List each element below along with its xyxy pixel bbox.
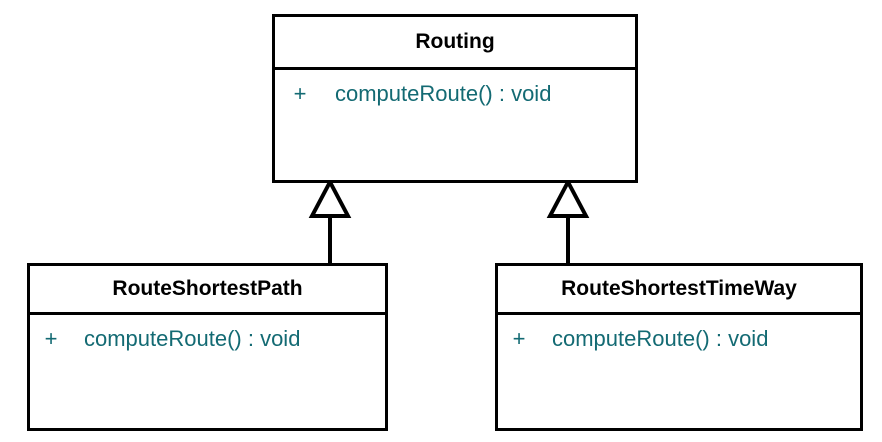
generalization-hollow-triangle-left: [308, 177, 352, 218]
uml-member-signature: computeRoute() : void: [335, 81, 552, 106]
uml-member-visibility: +: [44, 326, 58, 351]
uml-class-name-compartment-routeshortesttimeway: RouteShortestTimeWay: [498, 266, 860, 315]
uml-class-name-routing: Routing: [415, 30, 495, 53]
uml-class-name-routeshortesttimeway: RouteShortestTimeWay: [561, 277, 797, 300]
uml-member-row: + computeRoute() : void: [275, 81, 635, 107]
uml-class-routing[interactable]: Routing + computeRoute() : void: [272, 14, 638, 183]
generalization-hollow-triangle-right: [546, 177, 590, 218]
uml-class-name-compartment-routeshortestpath: RouteShortestPath: [30, 266, 385, 315]
uml-member-visibility: +: [512, 326, 526, 351]
uml-class-name-compartment-routing: Routing: [275, 17, 635, 70]
uml-class-routeshortesttimeway[interactable]: RouteShortestTimeWay + computeRoute() : …: [495, 263, 863, 431]
uml-class-routeshortestpath[interactable]: RouteShortestPath + computeRoute() : voi…: [27, 263, 388, 431]
uml-class-name-routeshortestpath: RouteShortestPath: [112, 277, 303, 300]
uml-member-signature: computeRoute() : void: [552, 326, 769, 351]
uml-members-compartment-routing: + computeRoute() : void: [275, 70, 635, 180]
uml-members-compartment-routeshortestpath: + computeRoute() : void: [30, 315, 385, 428]
uml-member-signature: computeRoute() : void: [84, 326, 301, 351]
uml-member-row: + computeRoute() : void: [30, 326, 385, 352]
uml-member-visibility: +: [293, 81, 307, 106]
uml-members-compartment-routeshortesttimeway: + computeRoute() : void: [498, 315, 860, 428]
generalization-routeshortestpath-to-routing: [308, 177, 352, 266]
generalization-routeshortesttimeway-to-routing: [546, 177, 590, 266]
uml-member-row: + computeRoute() : void: [498, 326, 860, 352]
